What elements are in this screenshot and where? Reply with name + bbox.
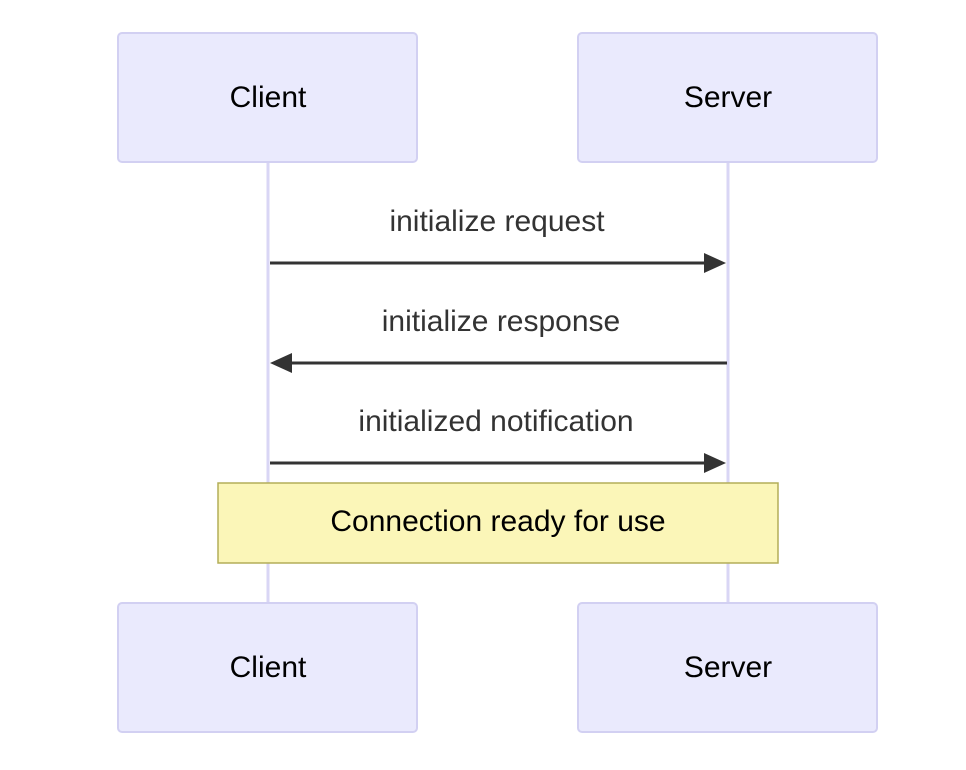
client-actor-bottom-box [117, 602, 418, 733]
server-actor-top-box [577, 32, 878, 163]
server-actor-bottom-box [577, 602, 878, 733]
server-actor-bottom-label: Server [684, 651, 772, 684]
message-label: initialize response [382, 305, 620, 338]
message-label: initialized notification [358, 405, 633, 438]
note-connection-ready: Connection ready for use [217, 482, 779, 564]
message-initialize-request: initialize request [270, 205, 726, 273]
server-actor-bottom: Server [577, 602, 878, 733]
client-actor-bottom: Client [117, 602, 418, 733]
arrowhead-right-icon [704, 253, 726, 273]
server-actor-top: Server [577, 32, 878, 163]
client-actor-bottom-label: Client [230, 651, 307, 684]
note-label: Connection ready for use [330, 505, 665, 538]
server-actor-top-label: Server [684, 81, 772, 114]
client-actor-top-label: Client [230, 81, 307, 114]
client-actor-top: Client [117, 32, 418, 163]
message-label: initialize request [389, 205, 605, 238]
message-initialize-response: initialize response [270, 305, 727, 373]
arrowhead-left-icon [270, 353, 292, 373]
client-actor-top-box [117, 32, 418, 163]
arrowhead-right-icon [704, 453, 726, 473]
message-initialized-notification: initialized notification [270, 405, 726, 473]
note-box [217, 482, 779, 564]
